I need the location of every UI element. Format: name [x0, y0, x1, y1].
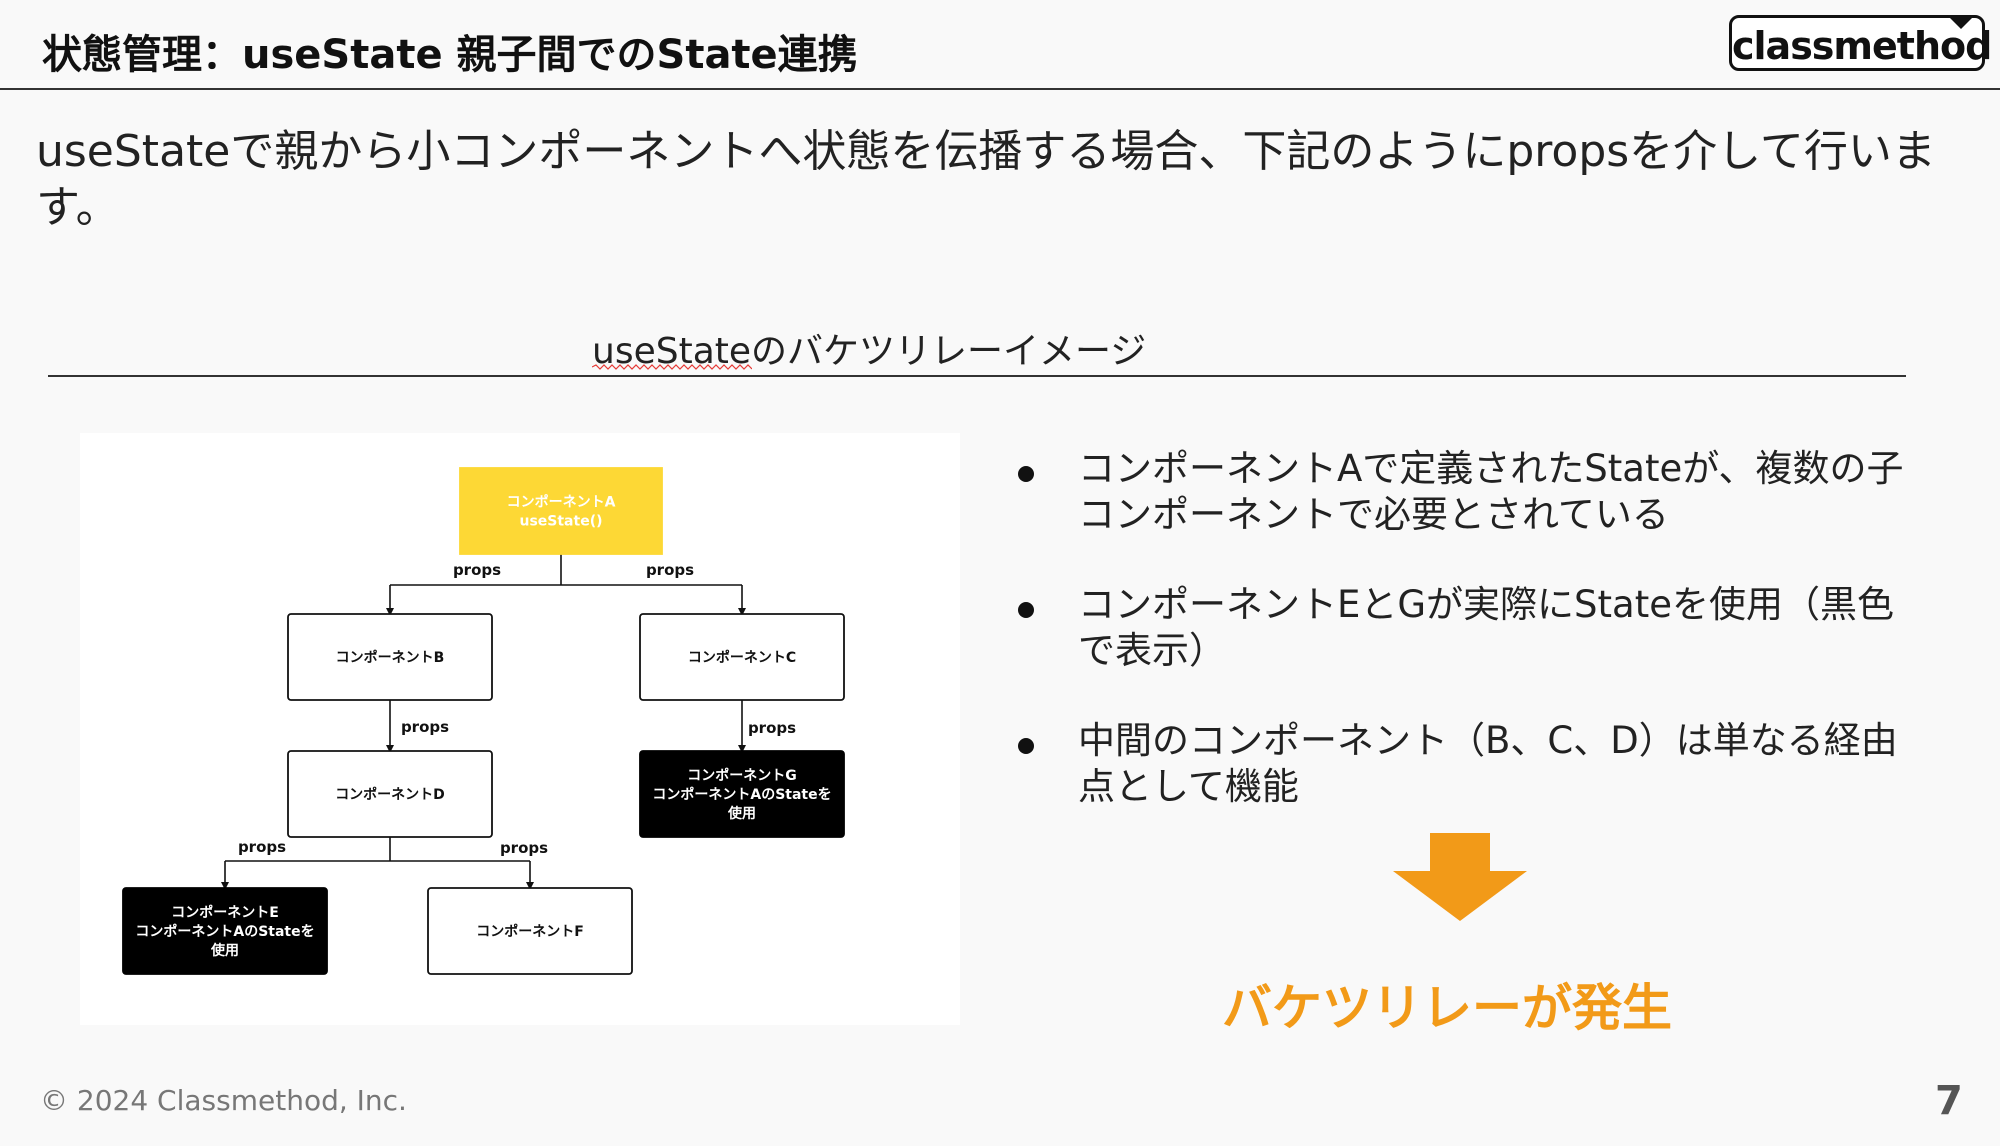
node-label: useState(): [519, 514, 602, 530]
component-node-c: コンポーネントC: [639, 613, 845, 701]
node-label: コンポーネントF: [476, 923, 584, 940]
node-label: コンポーネントAのStateを: [135, 923, 314, 940]
logo-text: classmethod: [1732, 24, 1992, 68]
node-label: コンポーネントE: [171, 904, 279, 921]
diagram-canvas: props props props props props props コンポーネントA u…: [122, 467, 845, 975]
node-label: 使用: [727, 805, 756, 822]
node-box: [287, 750, 493, 838]
props-label: props: [238, 838, 286, 856]
slide-title: 状態管理：useState 親子間でのState連携: [42, 32, 858, 78]
node-box: [639, 750, 845, 838]
bullet-text: コンポーネントEとGが実際にStateを使用（黒色で表示）: [1078, 583, 1894, 672]
bullet-list: コンポーネントAで定義されたStateが、複数の子コンポーネントで必要とされてい…: [1010, 446, 1910, 854]
section-divider: [48, 375, 1906, 377]
bullet-dot: [1018, 738, 1034, 754]
props-label: props: [646, 561, 694, 579]
props-label: props: [453, 561, 501, 579]
header-divider: [0, 88, 2000, 90]
page-number: 7: [1935, 1078, 1963, 1124]
node-label: コンポーネントB: [336, 649, 445, 666]
node-box: [459, 467, 663, 555]
node-box: [122, 887, 328, 975]
component-node-a: コンポーネントA useState(): [459, 467, 663, 555]
node-label: コンポーネントD: [335, 786, 445, 803]
lead-text: useStateで親から小コンポーネントへ状態を伝播する場合、下記のようにpro…: [36, 126, 1936, 233]
bullet-dot: [1018, 602, 1034, 618]
bullet-item: コンポーネントEとGが実際にStateを使用（黒色で表示）: [1010, 582, 1910, 674]
spellcheck-underline: [592, 364, 752, 370]
copyright: © 2024 Classmethod, Inc.: [40, 1084, 407, 1117]
bullet-item: 中間のコンポーネント（B、C、D）は単なる経由点として機能: [1010, 718, 1910, 810]
node-box: [427, 887, 633, 975]
bullet-dot: [1018, 466, 1034, 482]
node-label: コンポーネントG: [687, 767, 797, 784]
node-label: コンポーネントC: [688, 649, 796, 666]
props-label: props: [401, 718, 449, 736]
bullet-text: 中間のコンポーネント（B、C、D）は単なる経由点として機能: [1078, 719, 1898, 808]
down-arrow-icon: [1393, 833, 1527, 921]
props-label: props: [748, 719, 796, 737]
node-label: コンポーネントAのStateを: [652, 786, 831, 803]
component-node-b: コンポーネントB: [287, 613, 493, 701]
logo-notch: [1947, 15, 1975, 29]
bullet-item: コンポーネントAで定義されたStateが、複数の子コンポーネントで必要とされてい…: [1010, 446, 1910, 538]
node-box: [287, 613, 493, 701]
component-node-f: コンポーネントF: [427, 887, 633, 975]
node-box: [639, 613, 845, 701]
result-text: バケツリレーが発生: [1222, 979, 1672, 1037]
component-node-d: コンポーネントD: [287, 750, 493, 838]
bullet-text: コンポーネントAで定義されたStateが、複数の子コンポーネントで必要とされてい…: [1078, 447, 1904, 536]
node-label: 使用: [210, 942, 239, 959]
classmethod-logo: classmethod: [1729, 15, 1992, 71]
node-label: コンポーネントA: [507, 494, 616, 511]
props-label: props: [500, 839, 548, 857]
component-tree-diagram: props props props props props props コンポーネントA u…: [80, 433, 960, 1025]
